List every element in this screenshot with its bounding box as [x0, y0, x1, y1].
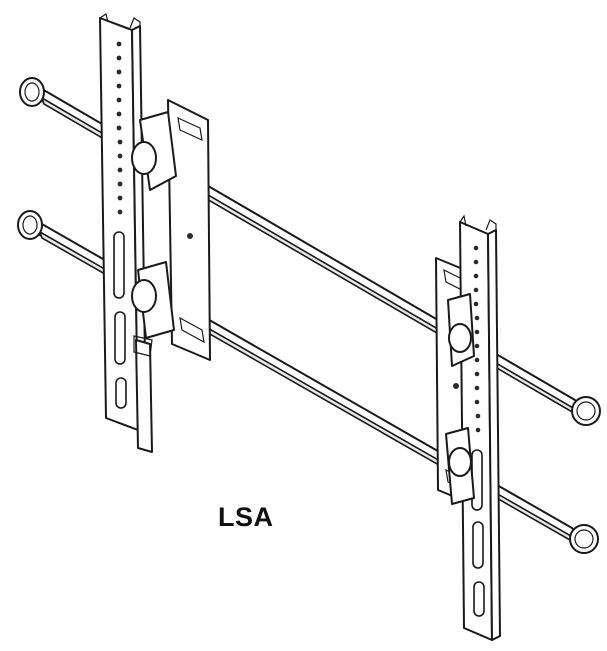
lower-rail-left-end-cap — [17, 210, 43, 240]
upper-rail-left-end-cap — [19, 77, 45, 107]
left-tilt-hooks — [131, 111, 177, 453]
left-wall-plate — [167, 99, 211, 361]
left-arm-adjustment-holes — [116, 41, 123, 215]
model-label: LSA — [218, 502, 274, 532]
left-arm-bracket — [99, 13, 147, 431]
lower-rail-right-end-cap — [569, 524, 599, 554]
left-safety-strap — [135, 339, 153, 453]
right-arm-adjustment-holes — [473, 245, 481, 433]
right-tilt-hooks — [445, 293, 475, 505]
upper-rail-right-end-cap — [571, 396, 601, 426]
